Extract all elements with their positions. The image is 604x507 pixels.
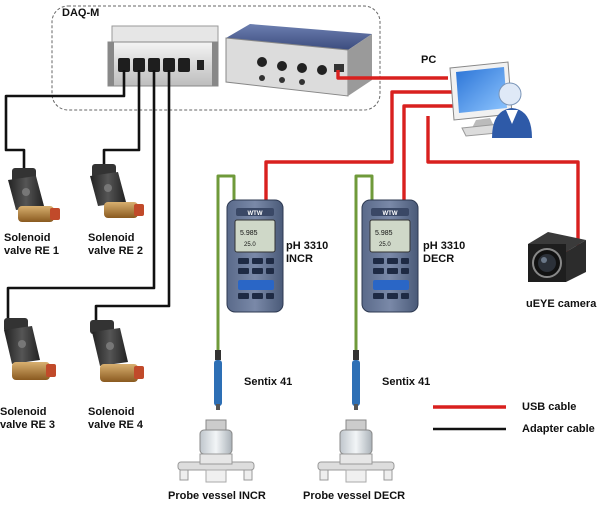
valve3-label-line1: Solenoid (0, 406, 47, 418)
ph-decr-label-line1: pH 3310 (423, 240, 466, 252)
legend-usb-label: USB cable (522, 401, 577, 413)
valve2-label: Solenoid valve RE 2 (88, 232, 143, 258)
ph-incr-label: pH 3310 INCR (286, 240, 328, 266)
usb-cable-ph-incr (264, 90, 454, 204)
sentix-decr-label: Sentix 41 (382, 376, 431, 388)
solenoid-valve-2 (90, 164, 144, 218)
valve4-label-line1: Solenoid (88, 406, 135, 418)
valve1-label-line2: valve RE 1 (4, 245, 60, 257)
adapter-cable-valve2 (102, 70, 141, 168)
daq-unit-rear (225, 24, 372, 97)
solenoid-valve-3 (4, 318, 56, 380)
camera-label: uEYE camera (526, 298, 597, 310)
ph-incr-label-line1: pH 3310 (286, 240, 329, 252)
valve3-label: Solenoid valve RE 3 (0, 406, 55, 432)
daq-unit-front (107, 25, 219, 87)
valve4-label-line2: valve RE 4 (88, 419, 144, 431)
daq-sockets (118, 58, 204, 72)
valve2-label-line2: valve RE 2 (88, 245, 144, 257)
sensor-cable-decr (354, 174, 374, 352)
sentix-electrode-decr (352, 350, 360, 410)
adapter-cable-valve1 (4, 70, 126, 172)
meter-brand: WTW (383, 211, 398, 217)
camera-icon (528, 232, 586, 282)
ph-meter-decr: WTW 5.985 25.0 (361, 199, 419, 313)
meter-brand: WTW (248, 211, 263, 217)
legend-adapter-label: Adapter cable (522, 423, 595, 435)
sentix-incr-label: Sentix 41 (244, 376, 293, 388)
meter-temp: 25.0 (379, 242, 391, 248)
sentix-electrode-incr (214, 350, 222, 410)
adapter-cables (4, 70, 171, 322)
valve2-label-line1: Solenoid (88, 232, 135, 244)
daq-label: DAQ-M (62, 7, 100, 19)
daq-group-border (51, 5, 381, 111)
adapter-cable-valve3 (6, 70, 156, 320)
solenoid-valve-1 (8, 168, 60, 222)
probe-vessel-decr (317, 419, 395, 483)
ph-decr-label-line2: DECR (423, 253, 455, 265)
usb-cable-ph-decr (402, 104, 456, 204)
adapter-cable-valve4 (94, 70, 171, 322)
sensor-cables (216, 174, 374, 352)
usb-cables (264, 70, 580, 254)
usb-cable-daq (336, 70, 448, 80)
valve3-label-line2: valve RE 3 (0, 419, 56, 431)
vessel-incr-label: Probe vessel INCR (168, 490, 266, 502)
meter-reading: 5.985 (375, 230, 393, 237)
valve4-label: Solenoid valve RE 4 (88, 406, 143, 432)
valve1-label: Solenoid valve RE 1 (4, 232, 59, 258)
valve1-label-line1: Solenoid (4, 232, 51, 244)
ph-meter-incr: WTW 5.985 25.0 (226, 199, 284, 313)
ph-decr-label: pH 3310 DECR (423, 240, 465, 266)
meter-temp: 25.0 (244, 242, 256, 248)
pc-icon (449, 61, 532, 138)
pc-label: PC (421, 54, 437, 66)
vessel-decr-label: Probe vessel DECR (303, 490, 406, 502)
solenoid-valve-4 (90, 320, 144, 382)
sensor-cable-incr (216, 174, 236, 352)
probe-vessel-incr (177, 419, 255, 483)
meter-reading: 5.985 (240, 230, 258, 237)
ph-incr-label-line2: INCR (286, 253, 313, 265)
